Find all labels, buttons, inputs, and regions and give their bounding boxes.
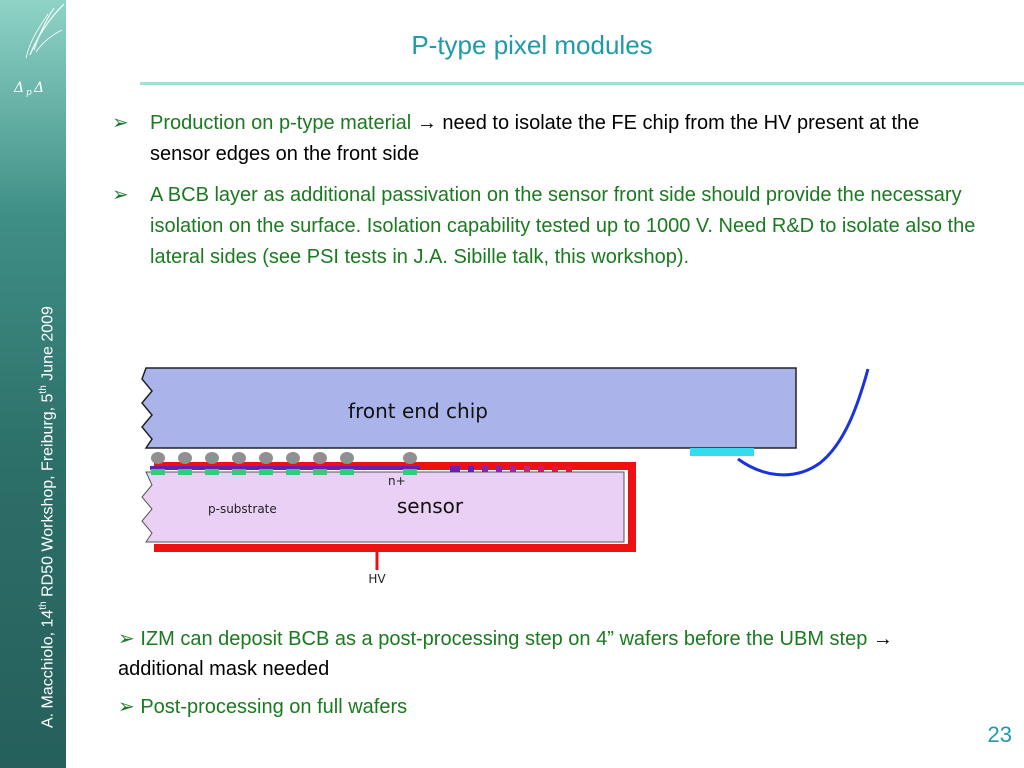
arrow-icon: → (872, 628, 893, 650)
bullet-arrow-icon: ➢ (118, 696, 141, 718)
bullet-arrow-icon: ➢ (112, 112, 129, 134)
chip-label: front end chip (348, 399, 488, 423)
module-cross-section-diagram: front end chip n+ p-substrate sensor HV (141, 367, 870, 586)
hv-label: HV (368, 572, 386, 586)
note-item: ➢ Post-processing on full wafers (118, 696, 408, 718)
title-divider (140, 82, 1024, 85)
bullet-arrow-icon: ➢ (118, 628, 141, 650)
svg-text:Δ: Δ (33, 80, 44, 96)
sensor-label: sensor (397, 494, 464, 518)
substrate-label: p-substrate (208, 502, 277, 516)
edge-implants (450, 466, 572, 472)
arrow-icon: → (416, 112, 437, 134)
page-number: 23 (987, 722, 1012, 747)
sensor-shape (141, 471, 625, 543)
notes-list: ➢ IZM can deposit BCB as a post-processi… (118, 624, 958, 730)
note-item: ➢ IZM can deposit BCB as a post-processi… (118, 628, 893, 680)
svg-text:Δ: Δ (13, 80, 24, 96)
sidebar-footer-text: A. Macchiolo, 14th RD50 Workshop, Freibu… (38, 306, 57, 728)
bullet-item: ➢ A BCB layer as additional passivation … (112, 180, 982, 273)
sidebar-band: Δ p Δ A. Macchiolo, 14th RD50 Workshop, … (0, 0, 66, 768)
bullet-item: ➢ Production on p-type material → need t… (112, 108, 982, 170)
wire-bond-pad (690, 448, 754, 456)
slide-title: P-type pixel modules (411, 30, 653, 60)
bump-bonds (151, 452, 417, 475)
fe-chip-shape (141, 367, 797, 449)
bullet-arrow-icon: ➢ (112, 184, 129, 206)
wire-bond (737, 368, 870, 477)
logo-icon: Δ p Δ (13, 3, 65, 98)
bullet-list: ➢ Production on p-type material → need t… (112, 108, 982, 283)
svg-text:p: p (26, 88, 32, 98)
implant-label: n+ (388, 474, 406, 488)
